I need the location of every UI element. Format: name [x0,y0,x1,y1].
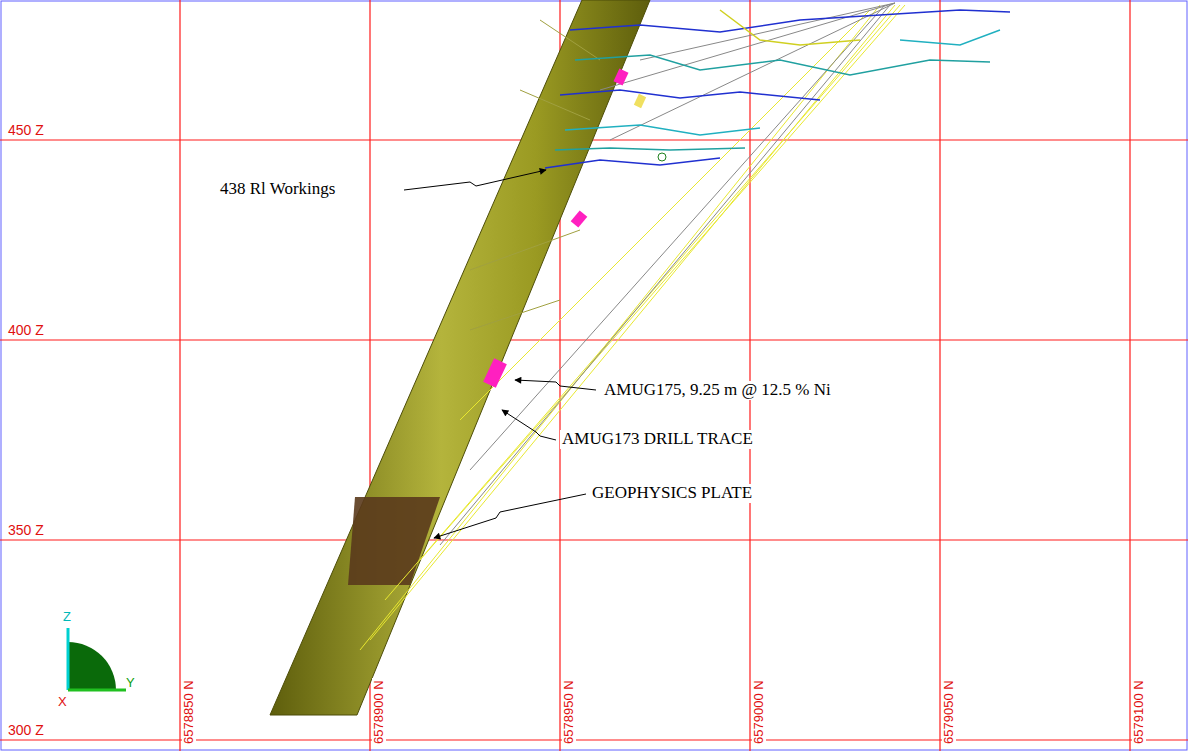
callout-label: GEOPHYSICS PLATE [590,484,754,503]
axis-label: Y [126,676,135,690]
assay-intercepts [483,69,666,388]
callout-label: AMUG173 DRILL TRACE [560,430,755,449]
axis-label: Z [63,610,71,624]
axis-triad [68,628,126,690]
northing-label: 6579100 N [1132,678,1146,746]
elevation-label: 400 Z [6,323,46,338]
elevation-label: 300 Z [6,723,46,738]
workings [545,10,1010,168]
elevation-label: 350 Z [6,523,46,538]
northing-label: 6578950 N [562,678,576,746]
callout-label: AMUG175, 9.25 m @ 12.5 % Ni [602,381,833,400]
elevation-label: 450 Z [6,123,46,138]
leader-lines [404,170,596,538]
northing-label: 6578900 N [372,678,386,746]
callout-label: 438 Rl Workings [218,180,337,199]
northing-label: 6578850 N [182,678,196,746]
orebody-tube [270,0,650,715]
northing-label: 6579000 N [752,678,766,746]
axis-label: X [58,695,67,709]
drill-traces [360,3,905,650]
northing-label: 6579050 N [942,678,956,746]
